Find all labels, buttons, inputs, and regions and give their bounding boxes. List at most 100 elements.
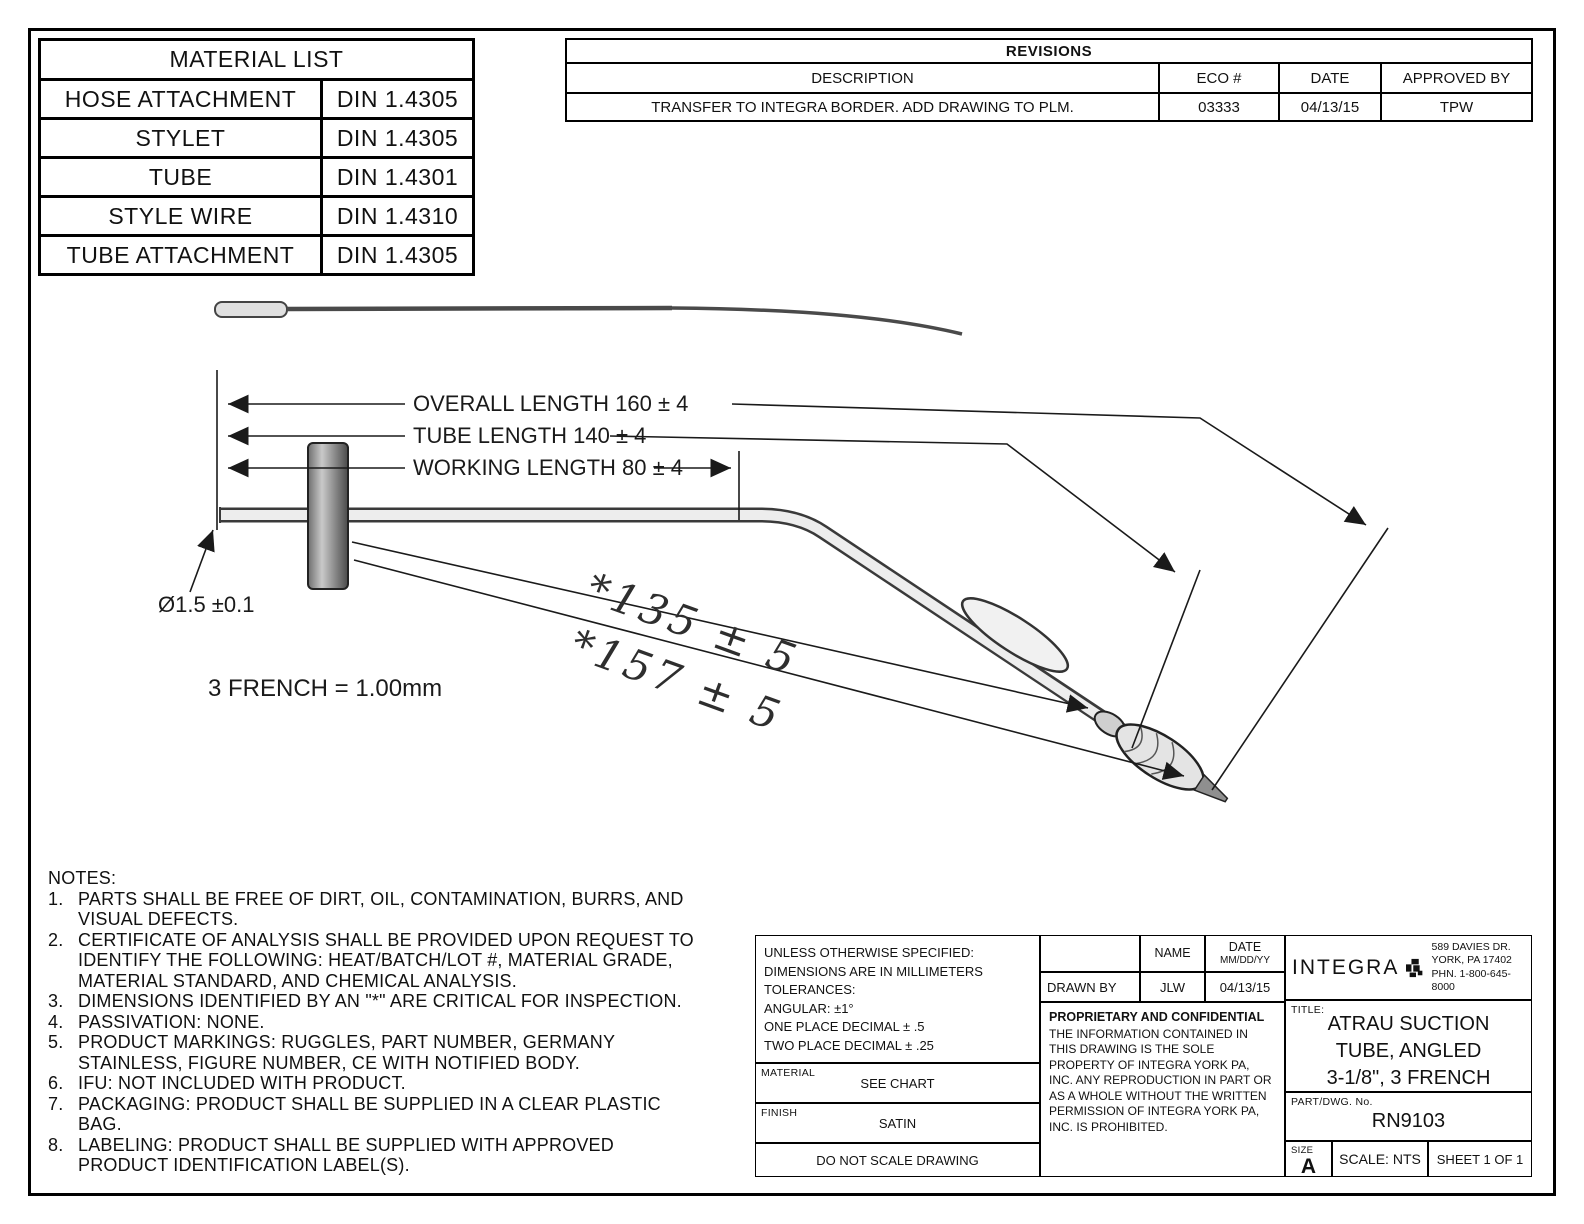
sheet-value: SHEET 1 OF 1: [1436, 1151, 1524, 1167]
blank-cell: [1040, 935, 1140, 972]
part-number-cell: PART/DWG. No. RN9103: [1285, 1092, 1532, 1141]
size-value: A: [1300, 1155, 1317, 1178]
tolerance-line: TWO PLACE DECIMAL ± .25: [764, 1037, 934, 1053]
company-cell: INTEGRA 589 DAVIES DR. YORK, PA 17402 PH…: [1285, 935, 1532, 1000]
address-line: YORK, PA 17402: [1431, 954, 1512, 966]
hose-attachment-hub: [307, 442, 349, 590]
drawing-title: ATRAU SUCTION TUBE, ANGLED 3-1/8", 3 FRE…: [1286, 1011, 1531, 1092]
dimension-lines: [189, 370, 1389, 791]
revision-date: 04/13/15: [1278, 92, 1382, 122]
name-header: NAME: [1154, 946, 1191, 960]
title-block: UNLESS OTHERWISE SPECIFIED: DIMENSIONS A…: [755, 935, 1532, 1178]
diameter-label: Ø1.5 ±0.1: [158, 592, 254, 617]
revisions-title: REVISIONS: [565, 38, 1533, 64]
drawn-by-label: DRAWN BY: [1040, 972, 1140, 1002]
overall-length-label: OVERALL LENGTH 160 ± 4: [413, 391, 688, 416]
material-value: SEE CHART: [860, 1075, 935, 1091]
list-item: 7. PACKAGING: PRODUCT SHALL BE SUPPLIED …: [48, 1094, 698, 1135]
material-spec: DIN 1.4305: [320, 117, 475, 159]
scale-cell: SCALE: NTS: [1332, 1141, 1428, 1177]
tube-length-label: TUBE LENGTH 140 ± 4: [413, 423, 646, 448]
table-row: STYLE WIRE DIN 1.4310: [38, 195, 475, 237]
material-list-title: MATERIAL LIST: [38, 38, 475, 81]
address-phone: PHN. 1-800-645-8000: [1431, 967, 1511, 994]
note-text: PACKAGING: PRODUCT SHALL BE SUPPLIED IN …: [78, 1093, 661, 1135]
title-label: TITLE:: [1291, 1004, 1325, 1016]
revision-description: TRANSFER TO INTEGRA BORDER. ADD DRAWING …: [565, 92, 1160, 122]
list-item: 3. DIMENSIONS IDENTIFIED BY AN "*" ARE C…: [48, 991, 698, 1012]
note-text: PASSIVATION: NONE.: [78, 1011, 265, 1032]
list-item: 5. PRODUCT MARKINGS: RUGGLES, PART NUMBE…: [48, 1032, 698, 1073]
note-number: 5.: [48, 1032, 64, 1052]
grip-bulb: [960, 597, 1070, 673]
revisions-col-description: DESCRIPTION: [565, 62, 1160, 94]
list-item: 1. PARTS SHALL BE FREE OF DIRT, OIL, CON…: [48, 889, 698, 930]
table-row: HOSE ATTACHMENT DIN 1.4305: [38, 78, 475, 120]
size-cell: SIZE A: [1285, 1141, 1332, 1178]
finish-value: SATIN: [878, 1115, 917, 1131]
tolerance-line: ANGULAR: ±1°: [764, 1000, 854, 1016]
material-spec: DIN 1.4305: [320, 234, 475, 276]
title-cell: TITLE: ATRAU SUCTION TUBE, ANGLED 3-1/8"…: [1285, 1000, 1532, 1092]
material-label: MATERIAL: [761, 1067, 816, 1079]
integra-logo-text: INTEGRA: [1292, 955, 1400, 979]
date-header-cell: DATE MM/DD/YY: [1205, 935, 1285, 972]
title-line: TUBE, ANGLED: [1335, 1040, 1482, 1062]
tolerance-line: ONE PLACE DECIMAL ± .5: [764, 1019, 925, 1034]
drawn-by-name-cell: JLW: [1140, 972, 1205, 1002]
material-spec: DIN 1.4301: [320, 156, 475, 198]
notes-title: NOTES:: [48, 868, 117, 888]
sheet-cell: SHEET 1 OF 1: [1428, 1141, 1532, 1177]
scale-value: SCALE: NTS: [1339, 1151, 1421, 1167]
revision-approved: TPW: [1380, 92, 1533, 122]
list-item: 8. LABELING: PRODUCT SHALL BE SUPPLIED W…: [48, 1135, 698, 1176]
note-text: PRODUCT MARKINGS: RUGGLES, PART NUMBER, …: [78, 1032, 615, 1073]
technical-drawing: OVERALL LENGTH 160 ± 4 TUBE LENGTH 140 ±…: [158, 301, 1389, 803]
list-item: 2. CERTIFICATE OF ANALYSIS SHALL BE PROV…: [48, 930, 698, 992]
title-line: 3-1/8", 3 FRENCH: [1326, 1067, 1491, 1089]
stylet-drawing: [214, 301, 963, 336]
note-number: 8.: [48, 1134, 64, 1155]
suction-tip: [1115, 723, 1229, 803]
material-part: HOSE ATTACHMENT: [38, 78, 323, 120]
note-number: 3.: [48, 991, 64, 1011]
material-spec: DIN 1.4305: [320, 78, 475, 120]
working-length-label: WORKING LENGTH 80 ± 4: [413, 455, 683, 480]
list-item: 4. PASSIVATION: NONE.: [48, 1012, 698, 1033]
part-number-label: PART/DWG. No.: [1291, 1096, 1373, 1108]
revisions-table: REVISIONS DESCRIPTION ECO # DATE APPROVE…: [565, 38, 1533, 122]
tolerance-notes: UNLESS OTHERWISE SPECIFIED: DIMENSIONS A…: [755, 935, 1040, 1063]
material-part: TUBE ATTACHMENT: [38, 234, 323, 276]
table-row: STYLET DIN 1.4305: [38, 117, 475, 159]
proprietary-cell: PROPRIETARY AND CONFIDENTIAL THE INFORMA…: [1040, 1002, 1285, 1177]
table-row: TUBE DIN 1.4301: [38, 156, 475, 198]
proprietary-text: THE INFORMATION CONTAINED IN THIS DRAWIN…: [1049, 1026, 1272, 1134]
table-row: TUBE ATTACHMENT DIN 1.4305: [38, 234, 475, 276]
title-line: ATRAU SUCTION: [1327, 1013, 1490, 1035]
finish-label: FINISH: [761, 1107, 798, 1119]
size-label: SIZE: [1291, 1145, 1314, 1156]
note-number: 1.: [48, 888, 64, 909]
note-number: 6.: [48, 1073, 64, 1093]
tolerance-line: DIMENSIONS ARE IN MILLIMETERS: [764, 963, 983, 979]
material-part: STYLET: [38, 117, 323, 159]
material-spec: DIN 1.4310: [320, 195, 475, 237]
integra-logo-icon: [1406, 958, 1423, 977]
note-text: IFU: NOT INCLUDED WITH PRODUCT.: [78, 1073, 406, 1093]
drawn-by-date: 04/13/15: [1219, 979, 1271, 995]
sheet-border: [28, 28, 1556, 1196]
name-header-cell: NAME: [1140, 935, 1205, 972]
note-text: PARTS SHALL BE FREE OF DIRT, OIL, CONTAM…: [78, 888, 684, 930]
list-item: 6. IFU: NOT INCLUDED WITH PRODUCT.: [48, 1073, 698, 1094]
note-number: 7.: [48, 1093, 64, 1114]
revisions-col-approved: APPROVED BY: [1380, 62, 1533, 94]
drawn-by-name: JLW: [1159, 979, 1186, 995]
note-text: DIMENSIONS IDENTIFIED BY AN "*" ARE CRIT…: [78, 991, 682, 1011]
revisions-col-eco: ECO #: [1158, 62, 1280, 94]
drawn-by-date-cell: 04/13/15: [1205, 972, 1285, 1002]
no-scale-cell: DO NOT SCALE DRAWING: [755, 1143, 1040, 1177]
part-number: RN9103: [1371, 1110, 1446, 1132]
note-number: 2.: [48, 929, 64, 950]
proprietary-title: PROPRIETARY AND CONFIDENTIAL: [1049, 1010, 1265, 1024]
